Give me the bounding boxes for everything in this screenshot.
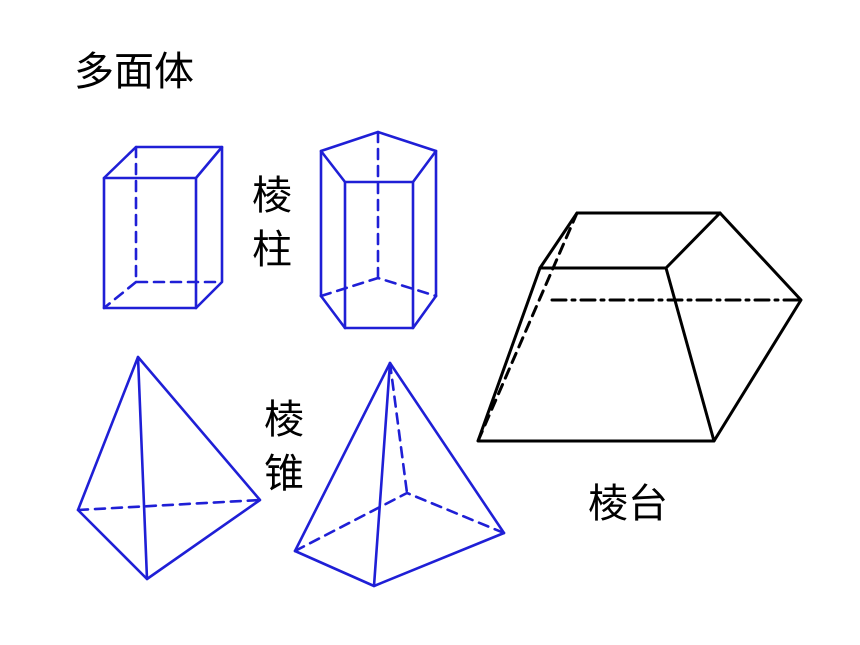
pentagonal-bottom-visible xyxy=(319,294,438,330)
pyramid-label-char-2: 锥 xyxy=(264,451,304,497)
pyramid-label-char-1: 棱 xyxy=(264,397,304,443)
tetra-hidden-edge xyxy=(76,498,262,512)
pentagonal-prism xyxy=(319,130,438,330)
quad-pyramid-hidden-base xyxy=(293,491,506,553)
prism-label-char-1: 棱 xyxy=(252,173,292,219)
page-title: 多面体 xyxy=(74,49,194,95)
cuboid-front-face xyxy=(102,176,198,310)
prism-label: 棱 柱 xyxy=(250,176,294,284)
prism-label-char-2: 柱 xyxy=(252,227,292,273)
quad-pyramid-hidden-edge xyxy=(388,361,409,495)
frustum-front-edge xyxy=(664,266,716,443)
cuboid-hidden-edge-diag xyxy=(102,280,138,310)
frustum xyxy=(476,211,803,443)
cuboid-top-face xyxy=(102,145,224,180)
quadrilateral-pyramid xyxy=(293,361,506,588)
triangular-pyramid xyxy=(76,355,262,581)
tetra-visible-outline xyxy=(76,355,262,581)
tetra-front-edge xyxy=(136,355,149,581)
cuboid-hidden-edges xyxy=(134,145,224,284)
frustum-hidden-edge xyxy=(476,211,579,443)
frustum-label: 棱台 xyxy=(588,481,668,527)
pentagonal-top-face xyxy=(319,130,438,184)
frustum-top-face xyxy=(538,211,722,270)
cuboid-prism xyxy=(102,145,224,310)
pentagonal-bottom-hidden xyxy=(319,276,438,298)
cuboid-right-edges xyxy=(194,145,224,310)
quad-pyramid-outline xyxy=(293,361,506,588)
pyramid-label: 棱 锥 xyxy=(262,400,306,508)
quad-pyramid-front-edge xyxy=(372,361,392,588)
